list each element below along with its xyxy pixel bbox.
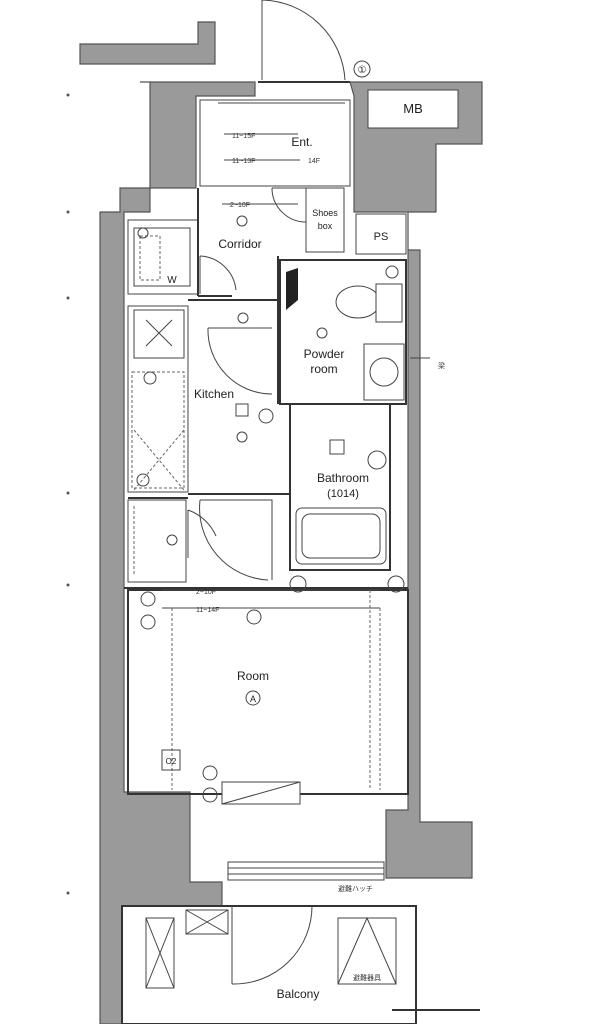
bathtub-inner [301,513,381,559]
room-symbol: A [250,694,256,704]
room-symbol-circle [245,690,261,706]
washer-hatch [139,235,161,281]
washer-door-swing [199,255,237,294]
circled-one-marker [353,60,371,78]
entrance-dim-1: 11~15F [232,133,255,140]
room-dim-lines [162,589,380,609]
kitchen-counter [127,305,189,493]
washer-label: W [167,275,177,286]
escape-ladder-mark [337,916,397,985]
balcony-window [227,861,385,881]
entrance-dim-line [224,133,300,161]
mb-label: MB [403,101,423,116]
outer-wall-top-left [79,21,216,65]
outer-wall-left [99,81,256,1024]
entrance-dim-2: 11~13F [232,158,255,165]
washer-unit [133,227,191,287]
washer-drain [137,227,149,239]
powder-room-shaft [286,268,298,310]
sink-cabinet [131,371,185,489]
balcony-unit-top-mark [185,909,229,935]
powder-room-label-1: Powder [304,347,345,361]
powder-room-label-2: room [310,362,337,376]
outer-wall-right [349,81,483,879]
corridor-label: Corridor [218,237,261,251]
room-outlet-label: O2 [166,757,177,766]
shoes-box-label-1: Shoes [312,208,338,218]
room-outlet-1 [140,591,156,607]
refrigerator [133,309,185,359]
room-outlet-box [161,749,181,771]
room-switch-2 [202,787,218,803]
kitchen-label: Kitchen [194,387,234,401]
shoes-box [305,187,345,253]
entrance-label: Ent. [291,135,312,149]
vertical-note: 梁 [438,361,445,370]
balcony-door-swing [231,905,313,985]
toilet-tank [375,283,403,323]
hall-door-swing [199,499,273,581]
vanity-sink [363,343,405,401]
escape-ladder [337,917,397,985]
bathroom-heater [367,450,387,470]
ps-label: PS [374,231,389,243]
bathroom-label: Bathroom [317,471,369,485]
refrigerator-mark [145,319,173,347]
entrance-door-swing [261,0,346,81]
kitchen-light [237,312,249,324]
ps-box [355,213,407,255]
room-label: Room [237,669,269,683]
kitchen-switch-3 [258,408,274,424]
window-note: 避難ハッチ [338,884,373,893]
corridor-door-swing [271,187,307,223]
room-dash-lines [171,590,381,790]
margin-ticks [66,93,70,895]
bathroom [289,403,391,571]
bathroom-drain [329,439,345,455]
kitchen-hatch [133,429,185,491]
kitchen-stove [136,473,150,487]
mb-box [367,89,459,129]
kitchen-switch-2 [236,431,248,443]
room-dim-1: 2~10F [196,589,216,596]
closet-light [166,534,178,546]
kitchen-sink [143,371,157,385]
balcony-note: 避難器具 [353,973,381,982]
room-outlet-5 [289,575,307,593]
interior-walls [124,188,408,589]
aircon-diagonal [221,781,301,805]
sink-bowl [369,357,399,387]
corridor-light [236,215,248,227]
kitchen-switch-1 [235,403,249,417]
toilet-bowl [335,285,381,319]
balcony-label: Balcony [277,987,320,1001]
bathtub [295,507,387,565]
bathroom-size: (1014) [327,488,359,500]
closet [127,499,187,583]
circled-one-label: ① [358,65,367,76]
corridor-dim: 2~10F [230,202,250,209]
powder-room-light [316,327,328,339]
kitchen-door-swing [207,327,273,395]
entrance-area [199,99,351,187]
room-outlet-2 [140,614,156,630]
shoes-box-label-2: box [318,221,333,231]
balcony-unit-left-mark [145,917,175,989]
entrance-dim-3: 14F [308,158,320,165]
closet-door-swing [187,509,217,558]
powder-room-fan [385,265,399,279]
room-outlet-4 [387,575,405,593]
room-switch-1 [202,765,218,781]
balcony-window-rails [228,867,384,875]
room-dim-2: 11~14F [196,607,219,614]
room-outlet-3 [246,609,262,625]
